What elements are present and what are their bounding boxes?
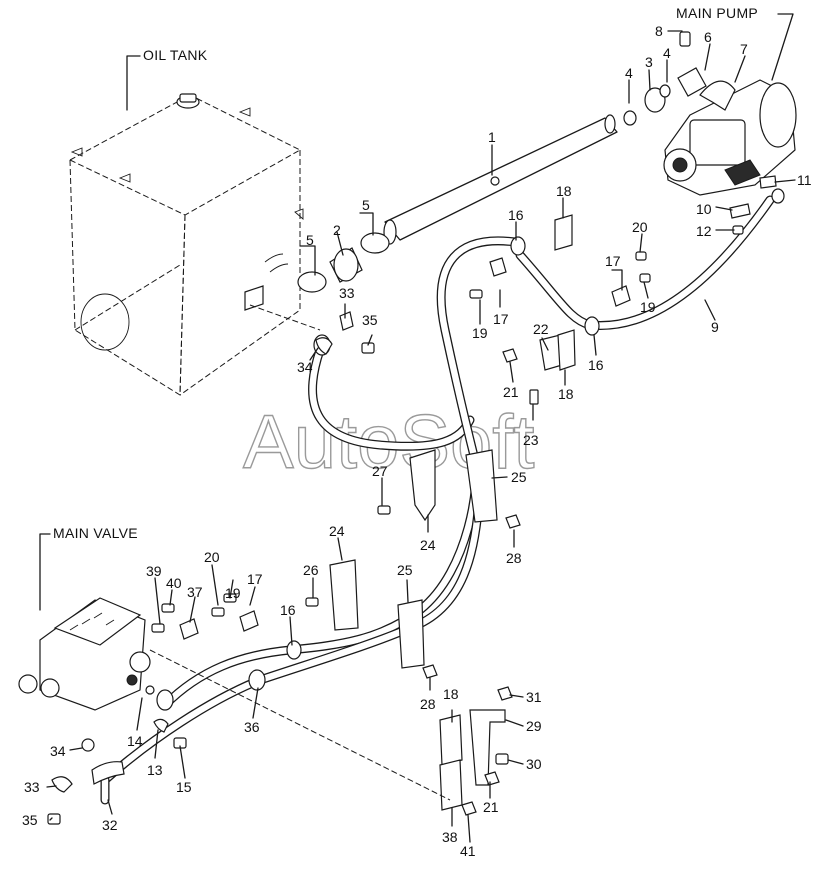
callout-35a: 35 <box>362 312 378 328</box>
callout-3: 3 <box>645 54 653 70</box>
main-pump-title: MAIN PUMP <box>676 5 758 21</box>
callout-21a: 21 <box>503 384 519 400</box>
callout-19a: 19 <box>472 325 488 341</box>
callout-24b: 24 <box>420 537 436 553</box>
leader-lines <box>46 30 796 843</box>
callout-20a: 20 <box>632 219 648 235</box>
hoses <box>100 195 775 805</box>
callout-18b: 18 <box>558 386 574 402</box>
callout-32: 32 <box>102 817 118 833</box>
callouts: 1 2 3 4 4 5 5 6 7 8 9 10 11 12 13 14 15 … <box>22 23 812 859</box>
callout-4a: 4 <box>625 65 633 81</box>
callout-39: 39 <box>146 563 162 579</box>
callout-10: 10 <box>696 201 712 217</box>
callout-29: 29 <box>526 718 542 734</box>
callout-37: 37 <box>187 584 203 600</box>
callout-33a: 33 <box>339 285 355 301</box>
callout-5a: 5 <box>362 197 370 213</box>
callout-17a: 17 <box>493 311 509 327</box>
callout-27: 27 <box>372 463 388 479</box>
callout-17b: 17 <box>605 253 621 269</box>
centerline <box>149 649 451 801</box>
callout-26: 26 <box>303 562 319 578</box>
callout-5b: 5 <box>306 232 314 248</box>
callout-21b: 21 <box>483 799 499 815</box>
callout-19b: 19 <box>640 299 656 315</box>
main-valve-leader <box>39 533 51 611</box>
callout-12: 12 <box>696 223 712 239</box>
callout-1: 1 <box>488 129 496 145</box>
callout-18c: 18 <box>443 686 459 702</box>
callout-28a: 28 <box>506 550 522 566</box>
oil-tank-title: OIL TANK <box>143 47 208 63</box>
callout-30: 30 <box>526 756 542 772</box>
callout-23: 23 <box>523 432 539 448</box>
callout-4b: 4 <box>663 45 671 61</box>
callout-36: 36 <box>244 719 260 735</box>
callout-34a: 34 <box>297 359 313 375</box>
callout-40: 40 <box>166 575 182 591</box>
callout-9: 9 <box>711 319 719 335</box>
callout-33b: 33 <box>24 779 40 795</box>
callout-16b: 16 <box>588 357 604 373</box>
callout-14: 14 <box>127 733 143 749</box>
callout-31: 31 <box>526 689 542 705</box>
callout-2: 2 <box>333 222 341 238</box>
callout-16c: 16 <box>280 602 296 618</box>
callout-6: 6 <box>704 29 712 45</box>
hose-fittings <box>91 188 785 785</box>
callout-28b: 28 <box>420 696 436 712</box>
callout-17c: 17 <box>247 571 263 587</box>
main-pump <box>663 79 797 196</box>
callout-13: 13 <box>147 762 163 778</box>
callout-25a: 25 <box>511 469 527 485</box>
hardware <box>47 175 777 825</box>
centerline-top <box>249 304 321 331</box>
callout-41: 41 <box>460 843 476 859</box>
callout-24a: 24 <box>329 523 345 539</box>
callout-19c: 19 <box>225 585 241 601</box>
callout-22: 22 <box>533 321 549 337</box>
callout-35b: 35 <box>22 812 38 828</box>
callout-25b: 25 <box>397 562 413 578</box>
callout-15: 15 <box>176 779 192 795</box>
callout-16a: 16 <box>508 207 524 223</box>
callout-7: 7 <box>740 41 748 57</box>
callout-11: 11 <box>797 172 812 188</box>
callout-20b: 20 <box>204 549 220 565</box>
suction-pipe <box>383 114 618 245</box>
main-pump-leader <box>771 13 794 81</box>
main-valve-title: MAIN VALVE <box>53 525 138 541</box>
oil-tank <box>68 93 304 396</box>
main-valve <box>18 597 151 711</box>
suction-hose <box>297 31 707 293</box>
callout-18a: 18 <box>556 183 572 199</box>
brackets <box>329 214 576 811</box>
oil-tank-leader <box>126 55 141 111</box>
callout-8: 8 <box>655 23 663 39</box>
callout-38: 38 <box>442 829 458 845</box>
callout-34b: 34 <box>50 743 66 759</box>
